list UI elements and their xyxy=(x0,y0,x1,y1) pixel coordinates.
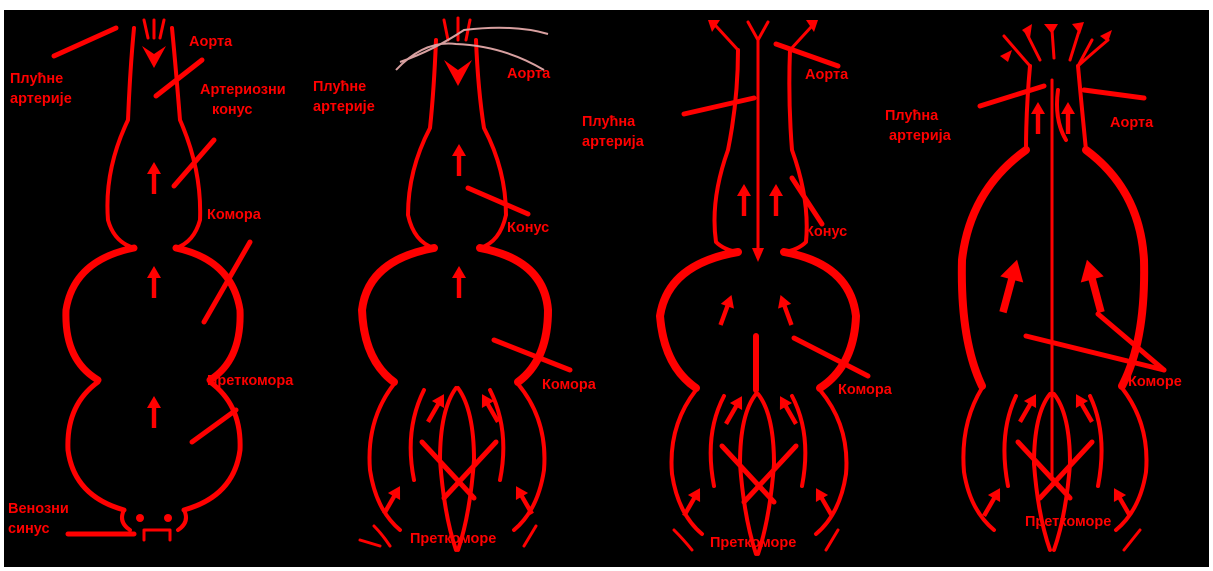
atrium-label: Преткомора xyxy=(207,373,294,389)
heart-evolution-diagram: Аорта Плућне артерије Артериозни конус К… xyxy=(4,10,1209,567)
pulmonary-arteries-label-line2: артерије xyxy=(313,99,375,115)
conus-arteriosus-label: Артериозни xyxy=(200,82,286,98)
heart-outline xyxy=(360,18,548,550)
pulmonary-artery-label-line2: артерија xyxy=(582,134,645,150)
ventricle-label: Комора xyxy=(542,377,597,393)
conus-arteriosus-label-line2: конус xyxy=(212,102,252,118)
pointer-lines xyxy=(468,188,570,370)
pulmonary-arteries-label: Плућне xyxy=(313,79,366,95)
pulmonary-artery-label: Плућна xyxy=(582,114,636,130)
ventricles-label: Коморе xyxy=(1128,374,1182,390)
panel-stage-4: Плућна артерија Аорта Коморе Преткоморе xyxy=(885,22,1182,550)
panel-stage-1: Аорта Плућне артерије Артериозни конус К… xyxy=(8,20,294,540)
conus-label: Конус xyxy=(507,220,549,236)
flow-arrows xyxy=(978,102,1136,519)
atria-label: Преткоморе xyxy=(710,535,796,551)
panel-stage-2: Плућне артерије Аорта Конус Комора Претк… xyxy=(313,18,597,550)
aorta-label: Аорта xyxy=(805,67,849,83)
pulmonary-artery-label: Плућна xyxy=(885,108,939,124)
heart-outline xyxy=(660,20,856,554)
venous-sinus-label: Венозни xyxy=(8,501,69,517)
pulmonary-arteries-label-line2: артерије xyxy=(10,91,72,107)
aorta-label: Аорта xyxy=(189,34,233,50)
flow-arrows xyxy=(147,162,161,428)
panel-stage-3: Аорта Плућна артерија Конус Комора Претк… xyxy=(582,20,893,554)
aorta-label: Аорта xyxy=(507,66,551,82)
atria-label: Преткоморе xyxy=(410,531,496,547)
conus-label: Конус xyxy=(805,224,847,240)
diagram-canvas: Аорта Плућне артерије Артериозни конус К… xyxy=(4,10,1209,567)
venous-sinus-label-line2: синус xyxy=(8,521,50,537)
ventricle-label: Комора xyxy=(838,382,893,398)
pulmonary-artery-label-line2: артерија xyxy=(889,128,952,144)
pulmonary-arteries-label: Плућне xyxy=(10,71,63,87)
aorta-label: Аорта xyxy=(1110,115,1154,131)
atria-label: Преткоморе xyxy=(1025,514,1111,530)
ventricle-label: Комора xyxy=(207,207,262,223)
flow-arrows xyxy=(378,144,538,517)
